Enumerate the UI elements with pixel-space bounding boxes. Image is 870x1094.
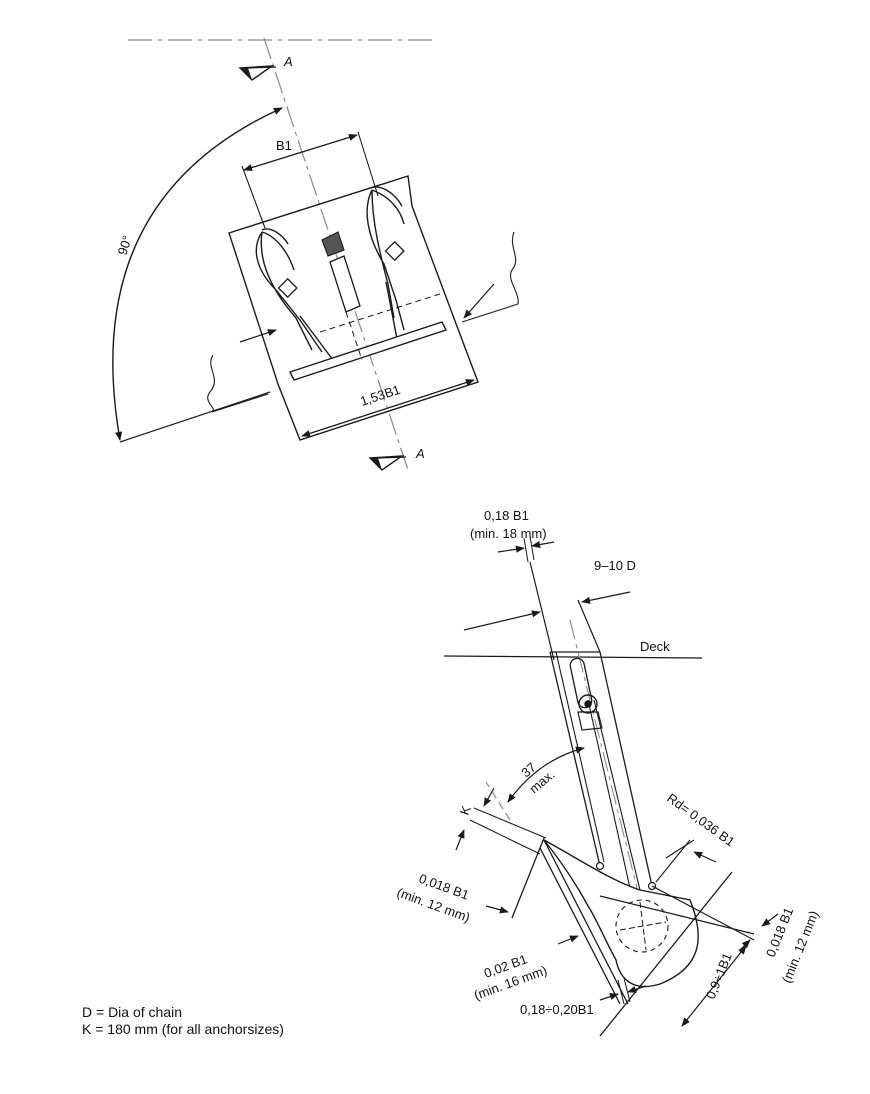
pocket-right-ext (665, 839, 695, 859)
shank-width-arrow-right (531, 541, 555, 549)
top-view-labels: A A 90° B1 1,53B1 (115, 54, 425, 461)
legend-line-chain: D = Dia of chain (82, 1004, 182, 1020)
section-label-bottom: A (415, 446, 425, 461)
shank-width-ext-1 (523, 537, 529, 563)
hawse-wall-right-3 (587, 699, 631, 889)
radius-leader (655, 839, 691, 883)
hawse-center-line (569, 619, 651, 941)
anchor-arm-right (385, 281, 399, 345)
anchor-fluke-right (366, 189, 405, 331)
bottom-label: 0,18÷0,20B1 (520, 1002, 594, 1017)
pocket-bottom-right (599, 895, 755, 935)
shank-width-label: 0,18 B1 (484, 508, 529, 523)
shank-width-min: (min. 18 mm) (470, 526, 547, 541)
shackle-slot (569, 657, 593, 709)
side-view (443, 535, 779, 1037)
hull-line-left (211, 393, 269, 413)
fluke-diamond-left (277, 277, 298, 299)
angle-90-arc (112, 107, 283, 441)
section-marker-bottom (368, 455, 407, 471)
hawse-wall-right-2 (593, 699, 641, 891)
edge-lower-arrow (557, 935, 579, 945)
edge-left-arrow (485, 905, 509, 914)
hawse-ext-left (529, 561, 555, 661)
hawse-ext-right (577, 599, 601, 653)
b1-label: B1 (276, 138, 292, 153)
edge-right-arrow (761, 913, 779, 927)
shank-hidden-line-1 (319, 293, 441, 333)
k-arrow-top (483, 787, 495, 807)
crown-cross-v (639, 901, 647, 951)
anchor-tip-right (369, 186, 403, 207)
chain-label: 9–10 D (594, 558, 636, 573)
chain-dimension-line (463, 610, 541, 631)
hull-break-left (207, 354, 215, 413)
hawse-wall-right (599, 651, 653, 887)
k-label: K (457, 803, 474, 817)
legend: D = Dia of chain K = 180 mm (for all anc… (82, 1004, 284, 1038)
swivel-body (577, 711, 603, 731)
angle-37-arc (507, 746, 585, 803)
radius-label: Rd= 0,036 B1 (664, 790, 737, 849)
bottom-ext-1 (617, 979, 625, 1005)
k-ext-bottom (469, 819, 541, 855)
b1-extension-left (241, 165, 266, 229)
radius-arrow (693, 851, 717, 863)
angle-reference-line (119, 391, 271, 443)
k-arrow-bottom (455, 829, 465, 851)
hull-line-right (461, 303, 519, 323)
anchor-tip-left (261, 228, 289, 245)
pocket-bottom-left (599, 871, 733, 1037)
bottom-ext-2 (623, 977, 631, 1003)
shank-width-ext-2 (529, 535, 535, 561)
bottom-arrow-left (599, 993, 619, 1001)
anchor-shank (329, 255, 361, 313)
anchor-crown-bar (289, 321, 447, 381)
bottom-arrow-right (627, 985, 647, 993)
anchor-crown (543, 839, 699, 988)
deck-label: Deck (640, 639, 670, 654)
crown-label: 0,9÷1B1 (703, 951, 735, 1001)
b1-extension-right (357, 131, 379, 197)
swivel-pin (584, 700, 592, 708)
chain-dimension-line-2 (581, 591, 631, 604)
anchor-fluke-left (255, 231, 323, 353)
edge-right-leader (463, 283, 495, 319)
edge-left-leader (239, 329, 277, 343)
crown-pin-hidden (615, 899, 669, 953)
swivel-ring (578, 694, 598, 714)
angle-reference-dashed (485, 781, 511, 821)
b1-dimension-line (243, 133, 358, 172)
hawse-wall-left (549, 651, 601, 867)
crown-cross-h (619, 921, 667, 931)
section-label-top: A (283, 54, 293, 69)
length-dimension-line (301, 379, 475, 437)
pocket-lower-edge (511, 837, 545, 919)
edge-right-arrow-2 (739, 939, 751, 951)
hawse-wall-left-2 (555, 651, 605, 863)
legend-line-k: K = 180 mm (for all anchorsizes) (82, 1021, 284, 1037)
anchor-fluke-outline (539, 839, 629, 1005)
shank-width-arrow-left (497, 545, 525, 553)
shackle-top (321, 231, 345, 257)
angle-90-label: 90° (115, 234, 135, 257)
top-view (112, 37, 519, 471)
hull-break-right (510, 231, 519, 305)
crown-dimension-line (681, 945, 747, 1027)
deck-line (443, 655, 703, 659)
section-marker-top (238, 65, 277, 81)
k-ext-top (473, 807, 547, 839)
pocket-right-diag (651, 885, 755, 941)
pocket-outline (228, 175, 479, 441)
pivot-point-left (595, 861, 605, 871)
shank-hidden-line-2 (345, 311, 363, 361)
fluke-diamond-right (384, 240, 405, 262)
anchor-arm-left (299, 315, 337, 365)
